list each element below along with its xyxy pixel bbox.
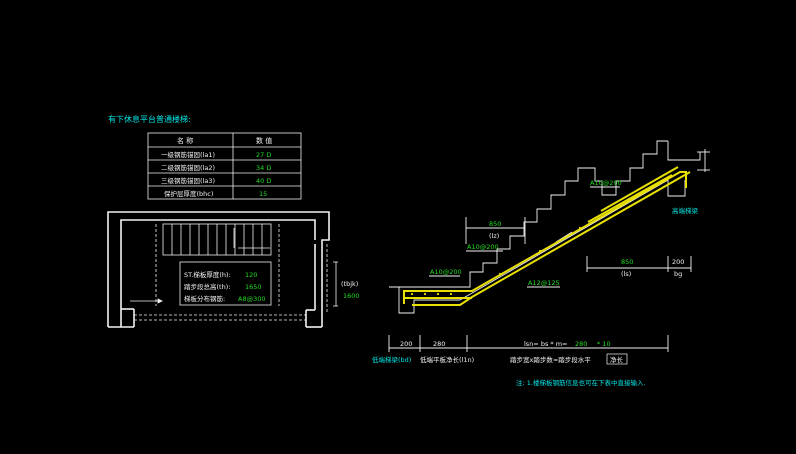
rebar-label-top[interactable]: A10@200 [590, 179, 622, 187]
table-header-name: 名 称 [177, 136, 193, 145]
stair-plan-dashed [134, 224, 328, 321]
table-row-value[interactable]: 27 D [256, 151, 271, 159]
table-header-value: 数 值 [256, 136, 272, 145]
dim-left-280[interactable]: 280 [433, 340, 445, 348]
table-row-value[interactable]: 34 D [256, 164, 271, 172]
plan-dist-label: 梯板分布钢筋: [184, 294, 225, 303]
drawing-title: 有下休息平台普通楼梯: [108, 114, 191, 124]
table-row-value[interactable]: 15 [259, 190, 267, 198]
rebar-label-mid[interactable]: A10@200 [467, 243, 499, 251]
table-row-name: 二级钢筋锚固(la2) [161, 163, 215, 172]
rebar-label-main[interactable]: A12@125 [528, 279, 560, 287]
rebar-dots [410, 180, 662, 296]
table-row-name: 一级钢筋锚固(la1) [161, 150, 215, 159]
dim-left-200[interactable]: 200 [400, 340, 412, 348]
plan-thickness-value[interactable]: 120 [245, 271, 257, 279]
plan-tbjk-label: (tbjk) [341, 280, 358, 288]
table-row-value[interactable]: 40 D [256, 177, 271, 185]
formula-lsn: lsn= bs * m= [524, 340, 568, 348]
table-row-name: 保护层厚度(bhc) [164, 189, 213, 198]
plan-tbjk-value[interactable]: 1600 [343, 292, 360, 300]
formula-10[interactable]: * 10 [597, 340, 611, 348]
note-text: 注: 1.楼梯板钢筋信息也可在下表中直接输入. [516, 378, 646, 387]
step-box-label: 净长 [610, 355, 624, 364]
plan-thickness-label: ST.梯板厚度(h): [184, 270, 231, 279]
plan-dist-value[interactable]: A8@300 [238, 295, 266, 303]
rebar-label-low[interactable]: A10@200 [430, 268, 462, 276]
plan-height-label: 踏步段总高(th): [184, 282, 230, 291]
table-row-name: 三级钢筋锚固(la3) [161, 176, 215, 185]
dim-right-small-symbol: bg [674, 270, 682, 278]
high-beam-label: 高端梯梁 [672, 206, 699, 215]
step-formula-label: 踏步宽x踏步数=踏步段水平 [510, 355, 591, 364]
dim-right-small-value[interactable]: 200 [672, 258, 684, 266]
rebar [403, 166, 691, 306]
parameter-table [147, 132, 302, 200]
low-beam-label: 低端梯梁(bd) [372, 355, 411, 364]
low-platform-label: 低端平板净长(l1n) [420, 355, 474, 364]
plan-height-value[interactable]: 1650 [245, 283, 262, 291]
dim-right-value[interactable]: 850 [621, 258, 633, 266]
dim-top-symbol: (lz) [489, 232, 499, 240]
formula-280[interactable]: 280 [575, 340, 587, 348]
dim-right-symbol: (ls) [621, 270, 631, 278]
stair-treads [130, 223, 338, 307]
step-box [606, 353, 628, 365]
stair-plan [107, 211, 330, 328]
dim-top-value[interactable]: 850 [489, 220, 501, 228]
